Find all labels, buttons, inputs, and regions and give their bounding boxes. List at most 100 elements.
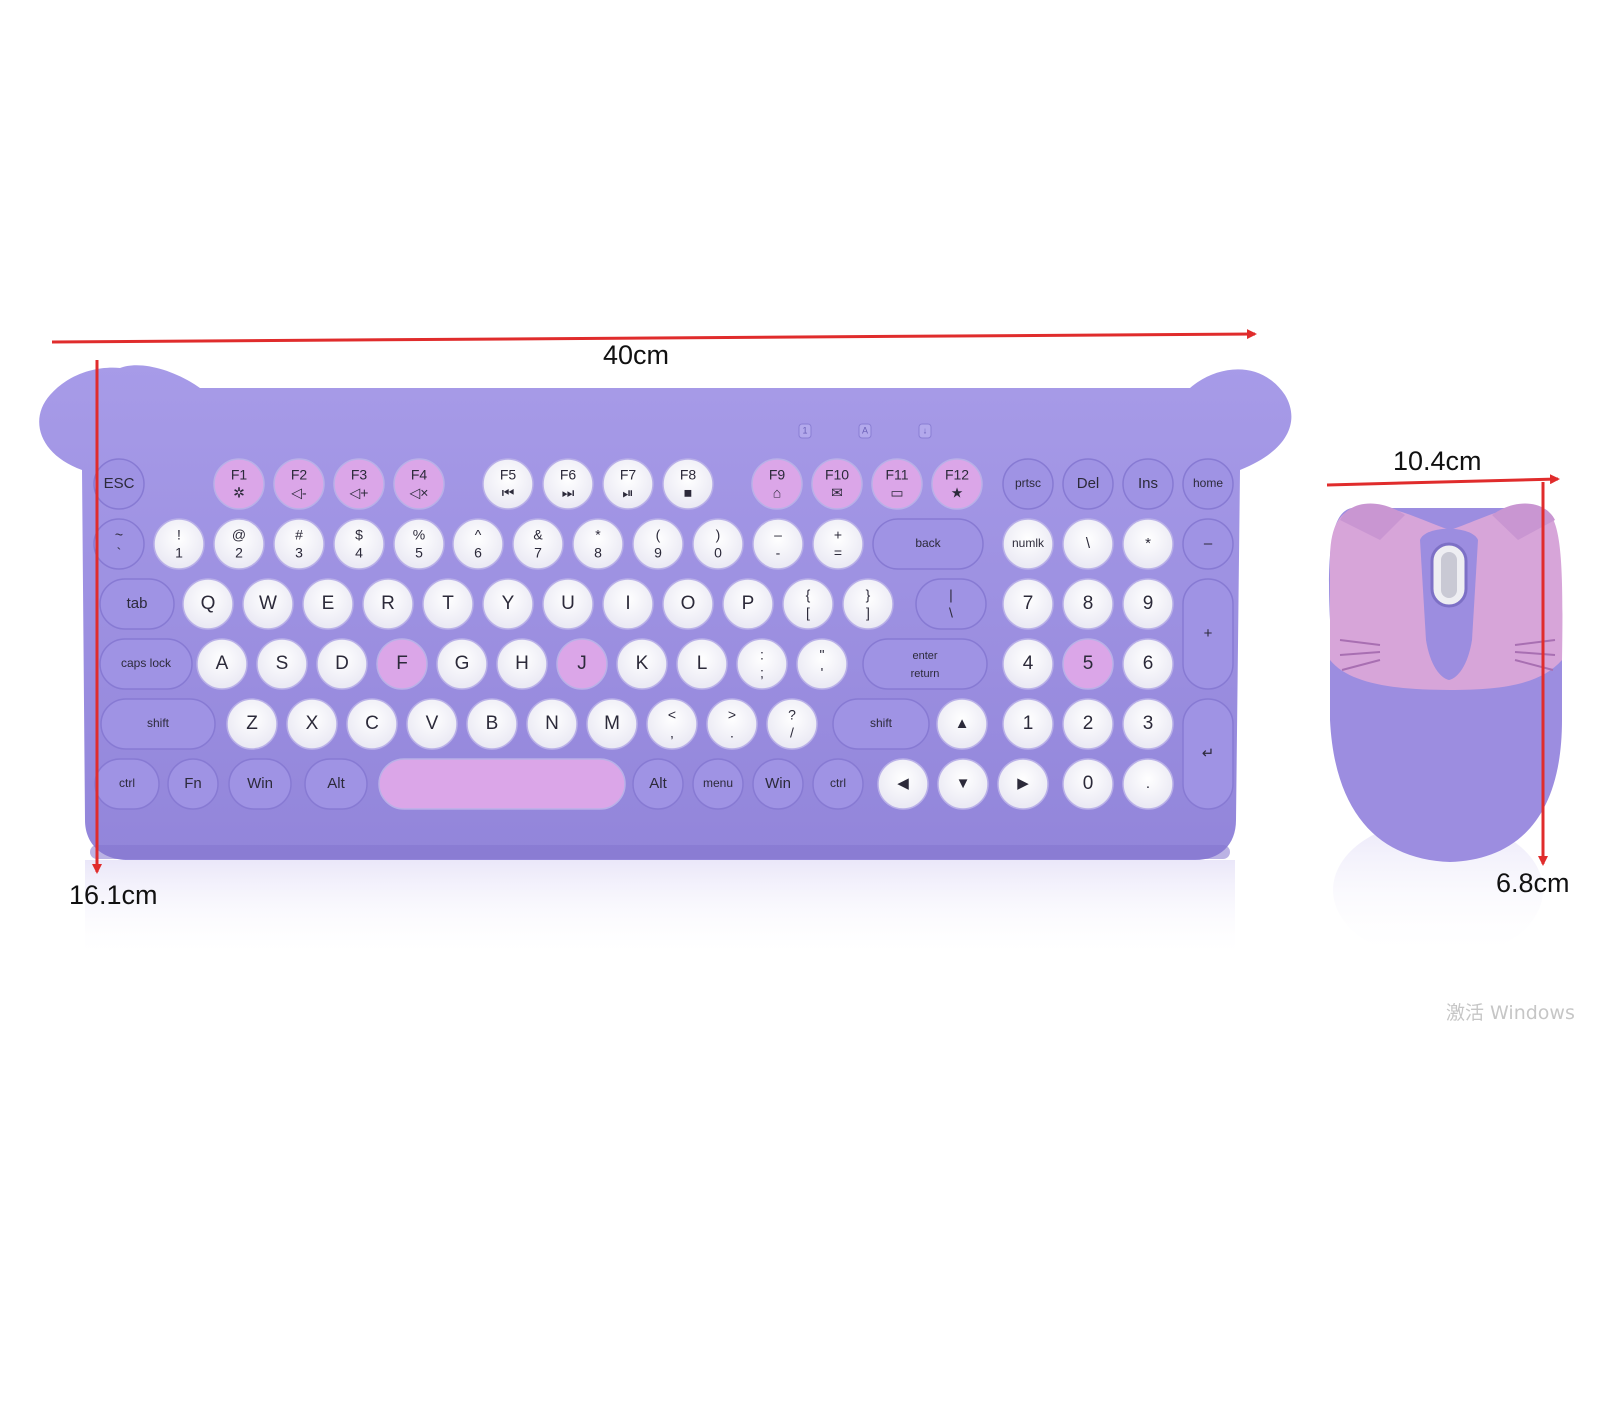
key-label: Fn: [184, 775, 202, 792]
key-cap: [1122, 698, 1174, 750]
key-sym1-16: *: [1122, 518, 1174, 570]
key-cap: [692, 518, 744, 570]
key-sym3-11: "': [796, 638, 848, 690]
key-label-top: (: [656, 527, 661, 543]
key-sym1-10: )0: [692, 518, 744, 570]
key-f11: F11▭: [871, 458, 923, 510]
key-cap: [346, 698, 398, 750]
key-f12: F12★: [931, 458, 983, 510]
key-f8: F8■: [662, 458, 714, 510]
key-label-bottom: -: [776, 545, 781, 561]
key-f1: F1✲: [213, 458, 265, 510]
key-label-top: F4: [411, 467, 428, 483]
key-label-bottom: /: [790, 725, 794, 741]
key-f10: F10✉: [811, 458, 863, 510]
indicator-label: A: [862, 425, 868, 435]
key-sym4-16: ↵: [1182, 698, 1234, 810]
mouse-reflection: [1333, 820, 1543, 960]
key-label-top: |: [949, 587, 953, 603]
key-label: numlk: [1012, 536, 1045, 550]
key-ctrl: ctrl: [94, 758, 160, 810]
key-sym2-11: {[: [782, 578, 834, 630]
key-cap: [632, 758, 684, 810]
key-cap: [877, 758, 929, 810]
key-label-top: :: [760, 647, 764, 663]
key-cap: [273, 518, 325, 570]
key-cap: [782, 578, 834, 630]
key-fn: Fn: [167, 758, 219, 810]
key-f6: F6⏭: [542, 458, 594, 510]
key-label-bottom: ★: [951, 485, 964, 501]
key-cap: [1062, 758, 1114, 810]
key-cap: [572, 518, 624, 570]
key-sym1-15: \: [1062, 518, 1114, 570]
key-label-top: F7: [620, 467, 637, 483]
key-label-bottom: ✉: [831, 485, 843, 501]
key-q: Q: [182, 578, 234, 630]
key-sym5-11: ▶: [997, 758, 1049, 810]
key-cap: [93, 518, 145, 570]
key-label: Alt: [327, 775, 345, 792]
key-cap: [333, 458, 385, 510]
key-label-bottom: return: [911, 668, 940, 680]
key-label: G: [455, 653, 470, 674]
key-cap: [1182, 578, 1234, 690]
key-sym3-10: :;: [736, 638, 788, 690]
key-cap: [496, 638, 548, 690]
key-cap: [915, 578, 987, 630]
key-cap: [213, 458, 265, 510]
key-r: R: [362, 578, 414, 630]
key-cap: [226, 698, 278, 750]
key-cap: [811, 458, 863, 510]
key-label: back: [915, 536, 941, 550]
key-label: Win: [765, 775, 791, 792]
key-label: 0: [1083, 773, 1094, 794]
mouse-width-arrow: [1326, 474, 1560, 487]
keyboard-base-shadow: [90, 845, 1230, 859]
key-label-bottom: 3: [295, 545, 303, 561]
key-cap: [676, 638, 728, 690]
key-s: S: [256, 638, 308, 690]
key-label: ctrl: [119, 776, 135, 790]
key-label: ▶: [1017, 775, 1029, 792]
key-menu: menu: [692, 758, 744, 810]
key-label-bottom: .: [730, 725, 734, 741]
key-3: 3: [1122, 698, 1174, 750]
key-label: ▼: [956, 775, 971, 792]
key-cap: [812, 758, 864, 810]
key-label-bottom: ': [821, 665, 824, 681]
key-label: 6: [1143, 653, 1154, 674]
key-label: J: [577, 653, 587, 674]
key-f3: F3◁+: [333, 458, 385, 510]
key-spacebar: [378, 758, 626, 810]
key-label-top: ): [716, 527, 721, 543]
key-cap: [1122, 518, 1174, 570]
windows-activation-watermark: 激活 Windows: [1446, 1002, 1575, 1024]
key-tab: tab: [99, 578, 175, 630]
key-label-bottom: ]: [866, 605, 870, 621]
key-label-bottom: ⏮: [502, 485, 515, 501]
key-esc: ESC: [93, 458, 145, 510]
key-sym1-17: –: [1182, 518, 1234, 570]
key-cap: [362, 578, 414, 630]
key-cap: [316, 638, 368, 690]
key-label-top: !: [177, 527, 181, 543]
key-label-bottom: ⏯: [622, 485, 633, 501]
key-prtsc: prtsc: [1002, 458, 1054, 510]
indicator-light: 1: [798, 423, 812, 439]
key-cap: [871, 458, 923, 510]
key-label: R: [381, 593, 395, 614]
key-label-top: &: [533, 527, 543, 543]
key-f7: F7 ⏯: [602, 458, 654, 510]
key-label-bottom: ⌂: [773, 485, 781, 501]
key-label-top: >: [728, 707, 736, 723]
key-label: 4: [1023, 653, 1034, 674]
key-cap: [662, 458, 714, 510]
key-cap: [832, 698, 930, 750]
key-cap: [304, 758, 368, 810]
key-label-bottom: 7: [534, 545, 542, 561]
key-7: 7: [1002, 578, 1054, 630]
key-label-top: }: [866, 587, 871, 603]
key-cap: [736, 638, 788, 690]
key-shift: shift: [100, 698, 216, 750]
